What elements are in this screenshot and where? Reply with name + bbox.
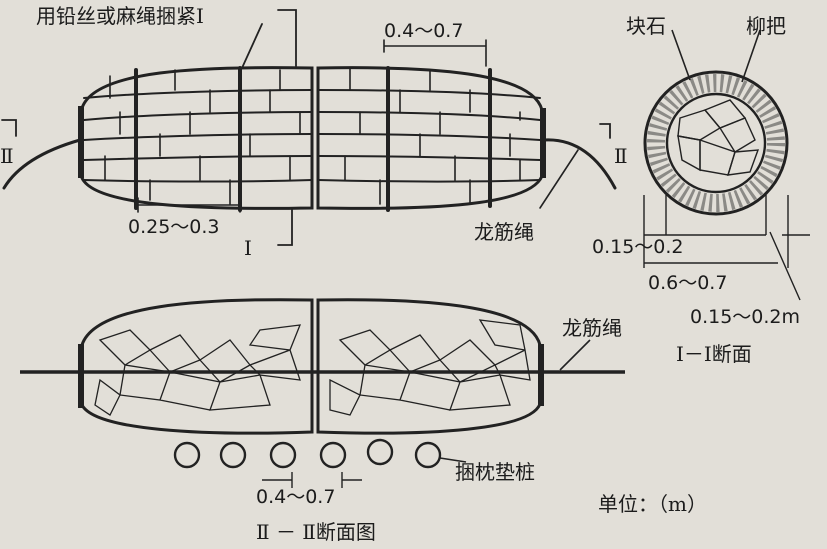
top-view-bundle [1, 9, 617, 246]
binding-wires [134, 66, 492, 212]
side-section-title: Ⅱ － Ⅱ断面图 [256, 520, 376, 544]
cross-section-drawing [643, 29, 810, 301]
cut-right-marker: Ⅱ [614, 144, 628, 168]
dim-inner-label: 0.15～0.2 [592, 236, 684, 258]
cut-bottom-marker: Ⅰ [244, 236, 252, 260]
pillow-piles [173, 438, 442, 469]
side-rope-label: 龙筋绳 [562, 316, 622, 340]
cross-section-title: Ⅰ－Ⅰ断面 [676, 342, 752, 366]
stone-pattern [94, 319, 531, 416]
dim-diameter-label: 0.6～0.7 [648, 272, 728, 294]
dim-outer-label: 0.15～0.2m [690, 306, 801, 328]
cut-left-marker: Ⅱ [0, 144, 14, 168]
pile-label: 捆枕垫桩 [455, 460, 535, 484]
top-rope-label: 龙筋绳 [474, 220, 534, 244]
side-spacing-label: 0.4～0.7 [256, 486, 336, 508]
stone-label: 块石 [626, 14, 666, 38]
bottom-spacing-label: 0.25～0.3 [128, 216, 220, 238]
binding-note-label: 用铅丝或麻绳捆紧Ⅰ [36, 4, 204, 28]
stone-fill [677, 99, 760, 176]
side-section-drawing [20, 298, 625, 488]
unit-label: 单位：（m） [598, 492, 707, 516]
brick-joints [104, 67, 521, 205]
willow-label: 柳把 [746, 14, 786, 38]
top-spacing-label: 0.4～0.7 [384, 20, 464, 42]
